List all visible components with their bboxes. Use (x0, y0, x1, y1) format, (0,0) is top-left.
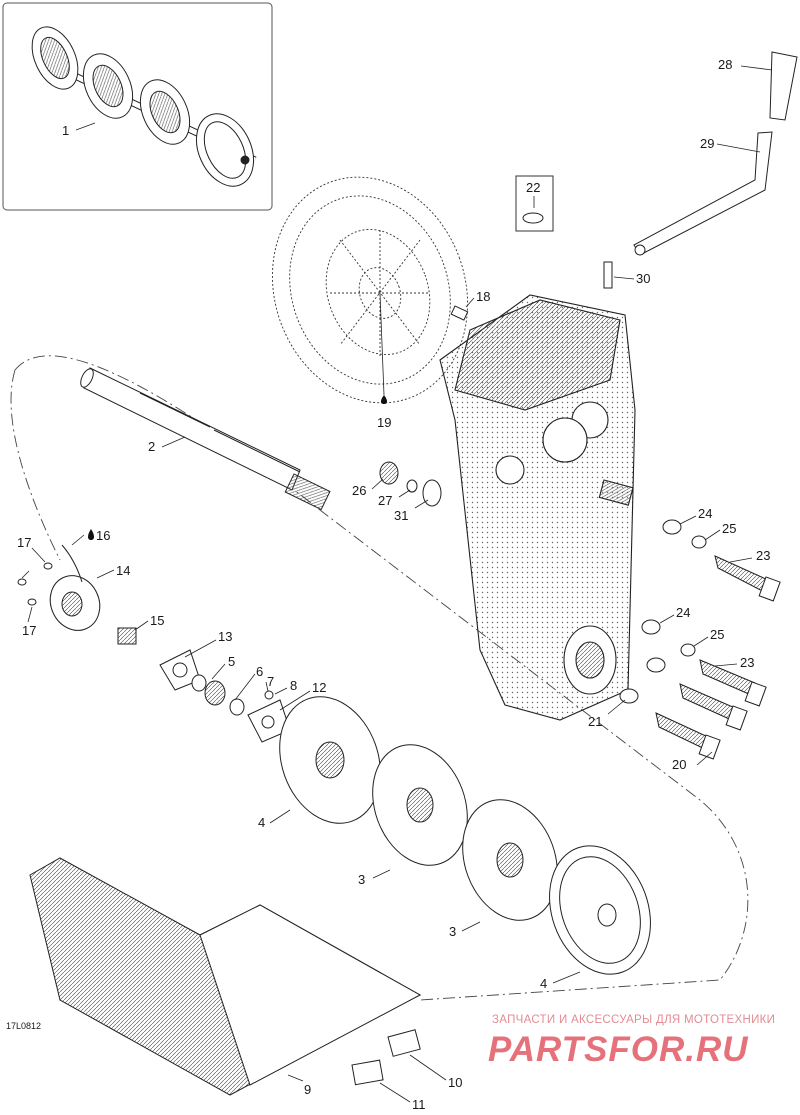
callout-30: 30 (636, 271, 651, 286)
callout-12: 12 (312, 680, 327, 695)
key-18 (450, 305, 469, 321)
callout-4: 4 (258, 815, 266, 830)
callout-14: 14 (116, 563, 131, 578)
callout-2: 2 (148, 439, 156, 454)
drive-pulley (271, 176, 469, 404)
callout-19: 19 (377, 415, 392, 430)
assembled-drive-axle (31, 26, 257, 187)
callout-24: 24 (676, 605, 691, 620)
callout-27: 27 (378, 493, 393, 508)
callout-9: 9 (304, 1082, 312, 1097)
watermark-tagline: ЗАПЧАСТИ И АКСЕССУАРЫ ДЛЯ МОТОТЕХНИКИ (492, 1014, 776, 1026)
callout-22: 22 (526, 180, 541, 195)
callout-7: 7 (267, 674, 275, 689)
callout-28: 28 (718, 57, 733, 72)
callout-13: 13 (218, 629, 233, 644)
callout-11: 11 (412, 1097, 426, 1112)
chaincase-housing (439, 294, 636, 721)
track-belt (29, 857, 422, 1096)
callout-8: 8 (290, 678, 298, 693)
grease-icon-19 (379, 292, 387, 404)
callout-25: 25 (722, 521, 737, 536)
bolts-and-washers (619, 519, 781, 760)
callout-17: 17 (17, 535, 32, 550)
callout-21: 21 (588, 714, 603, 729)
callout-3: 3 (358, 872, 366, 887)
callout-26: 26 (352, 483, 367, 498)
callout-29: 29 (700, 136, 715, 151)
pin-30 (603, 261, 613, 289)
bearing-housing-parts (17, 544, 291, 743)
small-hardware (379, 461, 442, 507)
callout-23: 23 (740, 655, 755, 670)
callout-25: 25 (710, 627, 725, 642)
callout-23: 23 (756, 548, 771, 563)
callout-18: 18 (476, 289, 491, 304)
callout-5: 5 (228, 654, 236, 669)
leader-lines (21, 65, 773, 1103)
watermark-brand-logo[interactable]: PARTSFOR.RU (488, 1030, 749, 1069)
callout-31: 31 (394, 508, 409, 523)
callout-4: 4 (540, 976, 548, 991)
callout-1: 1 (62, 123, 70, 138)
callout-20: 20 (672, 757, 687, 772)
clip-22-box (515, 175, 554, 232)
figure-reference: 17L0812 (6, 1021, 42, 1031)
track-sprockets (279, 696, 651, 975)
callout-15: 15 (150, 613, 165, 628)
callout-6: 6 (256, 664, 264, 679)
callout-3: 3 (449, 924, 457, 939)
grease-icon-16 (88, 529, 94, 540)
drive-axle-shaft (80, 367, 331, 511)
callout-16: 16 (96, 528, 111, 543)
callout-17: 17 (22, 623, 37, 638)
inset-box (2, 2, 273, 211)
callout-24: 24 (698, 506, 713, 521)
callout-10: 10 (448, 1075, 463, 1090)
shifter-lever (633, 51, 798, 256)
